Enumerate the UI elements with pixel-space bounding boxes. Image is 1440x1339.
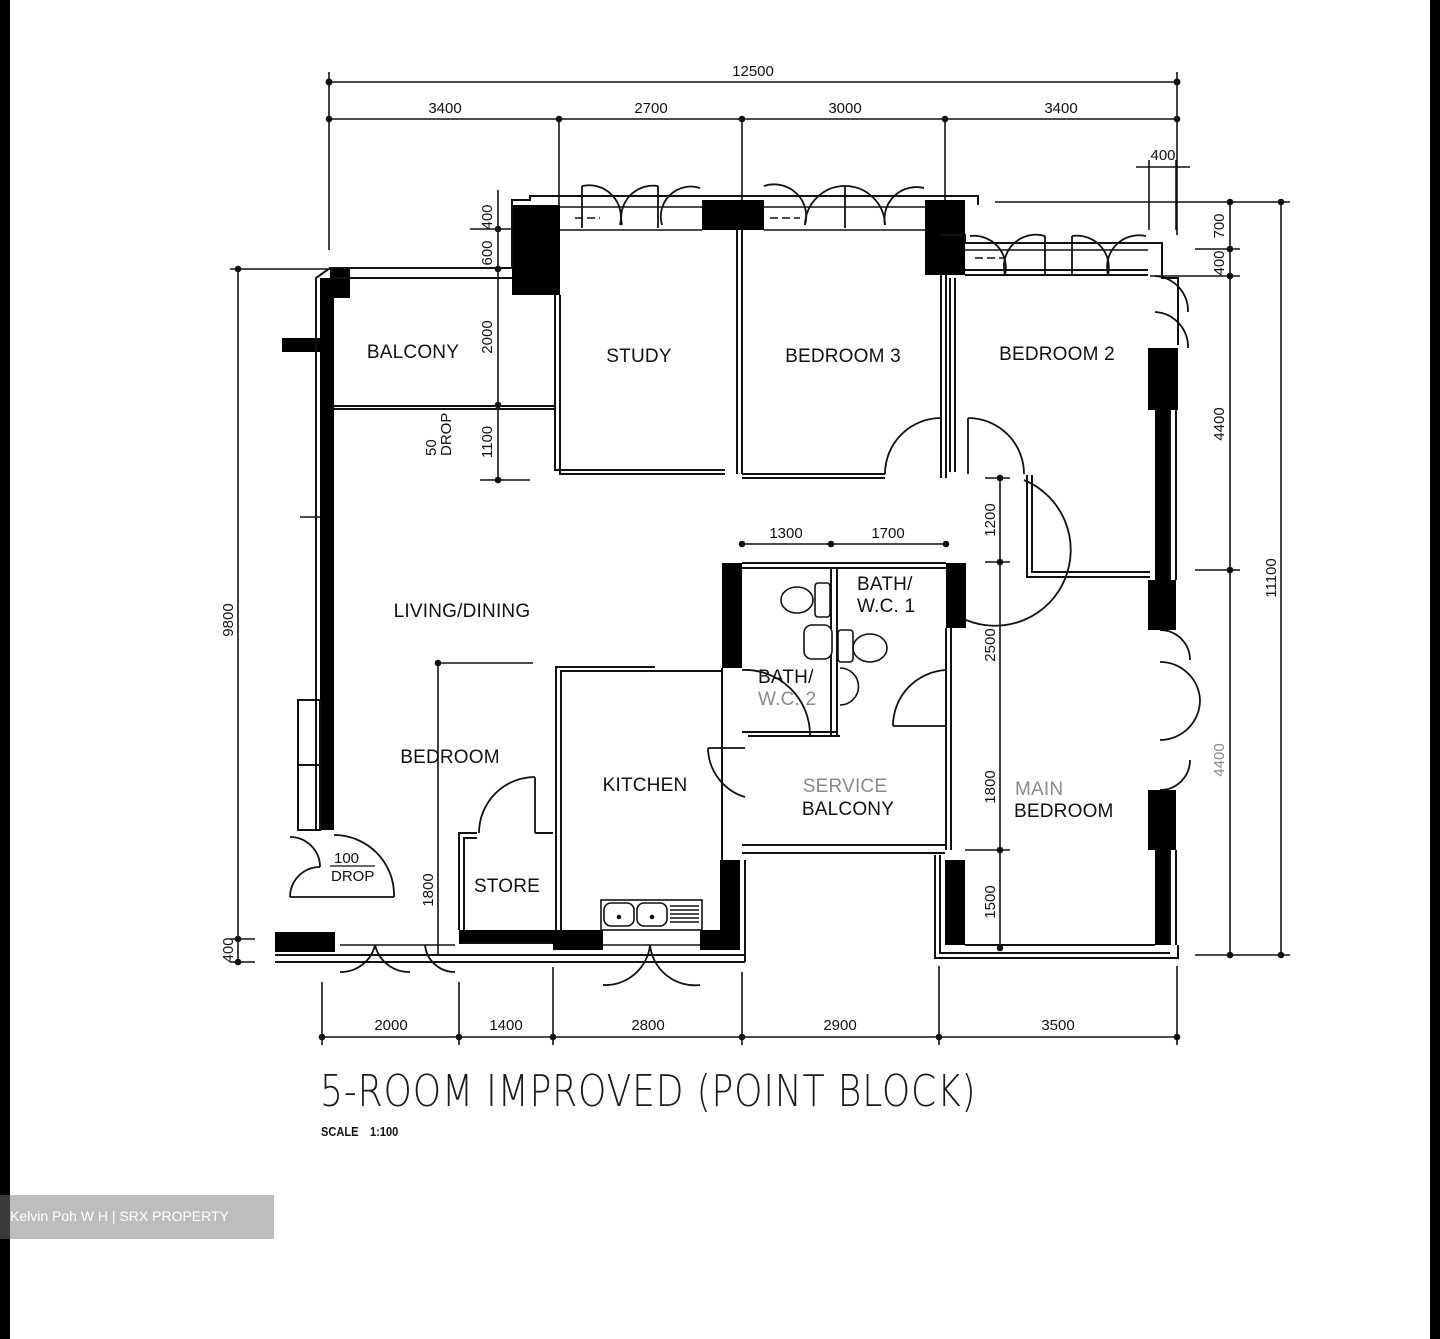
note-drop-50-a: 50 bbox=[423, 439, 440, 456]
toilet-icon bbox=[780, 586, 814, 614]
dim-bottom-4: 2900 bbox=[823, 1017, 856, 1034]
dim-top-3: 3000 bbox=[828, 100, 861, 117]
room-label-kitchen-distorted: KITCHEN bbox=[603, 775, 688, 796]
dim-bottom-3: 2800 bbox=[631, 1017, 664, 1034]
dim-top-2: 2700 bbox=[634, 100, 667, 117]
door-swings bbox=[289, 183, 1201, 987]
scale-value: 1:100 bbox=[370, 1124, 399, 1139]
dim-main-bed-b: 1800 bbox=[982, 770, 999, 803]
dim-main-bed-a: 2500 bbox=[982, 628, 999, 661]
dim-balcony-top-a: 600 bbox=[479, 240, 496, 265]
watermark-text: Kelvin Poh W H | SRX PROPERTY bbox=[10, 1208, 229, 1224]
room-label-living-dining: LIVING/DINING bbox=[394, 601, 531, 622]
room-label-bath-1-line1: BATH/ bbox=[857, 574, 913, 595]
dim-kitchen-entry: 1800 bbox=[420, 873, 437, 906]
dim-drop-zone: 1100 bbox=[479, 426, 496, 458]
structural-walls bbox=[275, 200, 1178, 952]
dim-right-blurred: 4400 bbox=[1211, 743, 1228, 776]
right-edge-bar bbox=[1430, 0, 1440, 1339]
room-label-service-line1: SERVICE bbox=[803, 776, 887, 797]
dim-top-4: 3400 bbox=[1044, 100, 1077, 117]
dim-corridor: 1200 bbox=[982, 503, 999, 536]
bath-fixtures bbox=[780, 582, 888, 706]
partitions bbox=[275, 195, 1179, 963]
dim-right-overall: 11100 bbox=[1263, 558, 1280, 598]
dim-bottom-2: 1400 bbox=[489, 1017, 522, 1034]
room-label-bath-1-line2: W.C. 1 bbox=[857, 596, 915, 617]
scale-note: SCALE 1:100 bbox=[321, 1124, 398, 1139]
room-label-main-line2: BEDROOM bbox=[1014, 801, 1114, 822]
room-label-bath-2-line1: BATH/ bbox=[758, 667, 814, 688]
room-label-bedroom-2: BEDROOM 2 bbox=[999, 344, 1115, 365]
dim-right-2: 400 bbox=[1211, 250, 1228, 275]
dim-bottom-5: 3500 bbox=[1041, 1017, 1074, 1034]
room-label-bedroom-distorted: BEDROOM bbox=[400, 747, 500, 768]
note-drop-100-b: DROP bbox=[331, 868, 374, 885]
room-label-service-line2: BALCONY bbox=[802, 799, 894, 820]
dim-bath-2: 1700 bbox=[871, 525, 904, 542]
dim-balcony-depth: 2000 bbox=[479, 320, 496, 353]
dim-right-3: 4400 bbox=[1211, 407, 1228, 440]
watermark-badge: Kelvin Poh W H | SRX PROPERTY bbox=[0, 1195, 274, 1239]
scale-label: SCALE bbox=[321, 1124, 359, 1139]
note-drop-100-a: 100 bbox=[334, 850, 359, 867]
room-label-main-line1: MAIN bbox=[1015, 779, 1063, 800]
dim-top-1: 3400 bbox=[428, 100, 461, 117]
dimension-lines bbox=[230, 72, 1290, 1045]
left-edge-bar bbox=[0, 0, 10, 1339]
room-label-bath-2-line2: W.C. 2 bbox=[758, 689, 816, 710]
dim-left-overall: 9800 bbox=[220, 603, 237, 636]
plan-title: 5-ROOM IMPROVED (POINT BLOCK) bbox=[320, 1066, 977, 1117]
room-label-balcony: BALCONY bbox=[367, 342, 459, 363]
dim-balcony-top-b: 400 bbox=[479, 204, 496, 229]
kitchen-sink bbox=[600, 899, 703, 931]
dim-left-bottom: 400 bbox=[220, 937, 237, 962]
dim-top-overall: 12500 bbox=[732, 63, 774, 80]
dim-main-bed-c: 1500 bbox=[982, 885, 999, 918]
dim-bath-1: 1300 bbox=[769, 525, 802, 542]
dim-bottom-1: 2000 bbox=[374, 1017, 407, 1034]
dim-top-right-offset: 400 bbox=[1150, 147, 1175, 164]
room-label-study: STUDY bbox=[606, 346, 672, 367]
note-drop-50-b: DROP bbox=[438, 413, 455, 456]
room-label-bedroom-3: BEDROOM 3 bbox=[785, 346, 901, 367]
dim-right-1: 700 bbox=[1211, 213, 1228, 238]
room-label-store: STORE bbox=[474, 876, 540, 897]
toilet-icon bbox=[852, 633, 888, 663]
